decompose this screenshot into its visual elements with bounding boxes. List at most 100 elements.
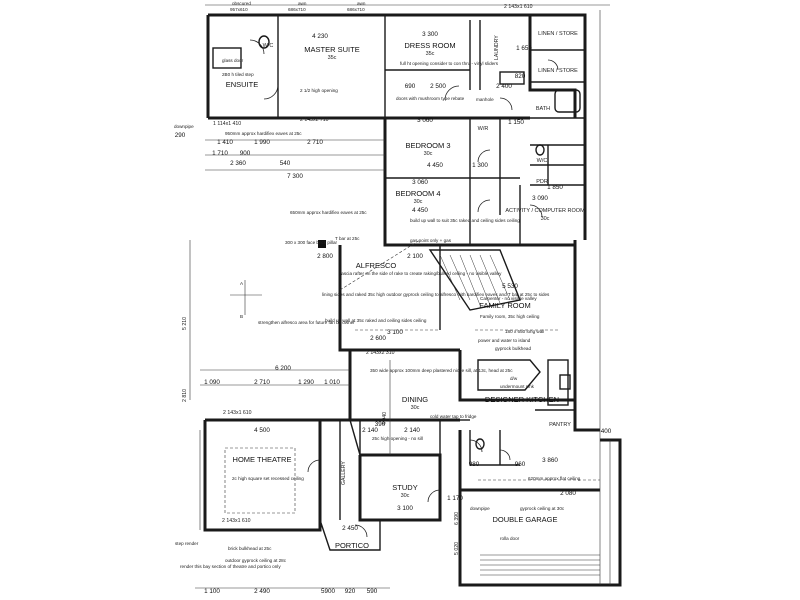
dim-5210: 5 210 [182, 317, 188, 330]
note-tbar: T bar at 25c [335, 236, 360, 241]
note-render: render this bay section of theatre and p… [180, 564, 281, 569]
dim-390: 390 [375, 421, 386, 428]
note-long-wall: 180 x 650 long wall [505, 329, 544, 334]
note-step-render: step render [175, 541, 199, 546]
dim-2143b: 2 143x2 710 [300, 117, 329, 123]
note-family-ceiling: Family room, 35c high ceiling [480, 314, 540, 319]
dim-3100: 3 100 [387, 329, 403, 336]
dim-3860: 3 860 [542, 457, 558, 464]
note-wardrobe: full ht opening consider to con thru - v… [400, 61, 499, 66]
dim-1290: 1 290 [298, 379, 314, 386]
note-face-brick: 300 x 300 face brick pillar [285, 240, 338, 245]
dim-590: 590 [367, 588, 378, 595]
dim-540: 540 [280, 160, 291, 167]
room-dining-area: 30c [411, 405, 420, 411]
dim-2140b: 2 140 [404, 427, 420, 434]
dim-4230: 4 230 [312, 33, 328, 40]
room-dress: DRESS ROOM [404, 41, 455, 50]
room-dining: DINING [402, 395, 428, 404]
dim-1650: 1 650 [516, 45, 532, 52]
note-carpenter: Carpenter - no visible valley [480, 296, 537, 301]
dim-400: 400 [601, 428, 612, 435]
dim-3300: 3 300 [422, 31, 438, 38]
room-pantry: PANTRY [549, 422, 571, 428]
room-activity-area: 30c [541, 216, 550, 222]
dim-920: 920 [345, 588, 356, 595]
dim-2080: 2 080 [560, 490, 576, 497]
room-wc: W C [263, 43, 274, 49]
dim-1850: 1 850 [547, 184, 563, 191]
dim-2810: 2 810 [182, 389, 188, 402]
dim-3090: 3 090 [532, 195, 548, 202]
dim-1300: 1 300 [472, 162, 488, 169]
note-downpipe: downpipe [174, 124, 194, 129]
room-pdr: PDR [536, 179, 548, 185]
room-wc2: W/C [537, 158, 548, 164]
room-bedroom4-area: 30c [414, 199, 423, 205]
note-dishwasher: d/w [510, 376, 518, 381]
dim-2710: 2 710 [307, 139, 323, 146]
dimension-lines [189, 4, 611, 589]
pillar-icon [318, 240, 326, 248]
note-rolla-door: rolla door [500, 536, 520, 541]
note-approx-hardie: 950mm approx hardifiex eaves at 25c [225, 131, 302, 136]
room-study: STUDY [392, 483, 417, 492]
dim-2143: 2 143x1 610 [504, 4, 533, 10]
note-cold-water: cold water tap to fridge [430, 414, 477, 419]
section-marker-b: B [240, 314, 243, 319]
dim-2600: 2 600 [370, 335, 386, 342]
room-family: FAMILY ROOM [479, 301, 530, 310]
note-fascia-rafter: fascia rafter on the side of rake to cre… [340, 271, 502, 276]
dim-5900: 5900 [321, 588, 336, 595]
note-obscured-dim: 957x610 [230, 7, 248, 12]
dim-2360: 2 360 [230, 160, 246, 167]
alfresco-roof-hatch [428, 249, 521, 311]
dim-1170: 1 170 [447, 495, 463, 502]
dim-2500: 2 500 [430, 83, 446, 90]
note-doors-mushroom: doors with mushroom type rebate [396, 96, 465, 101]
dim-1100: 1 100 [204, 588, 220, 595]
room-activity: ACTIVITY / COMPUTER ROOM [505, 208, 585, 214]
room-kitchen: DESIGNER KITCHEN [485, 395, 559, 404]
note-power-water: power and water to island [478, 338, 531, 343]
dim-4500: 4 500 [254, 427, 270, 434]
dim-1710: 1 710 [212, 150, 228, 157]
room-dress-area: 35c [426, 51, 435, 57]
dim-3060b: 3 060 [412, 179, 428, 186]
dim-980: 980 [469, 461, 480, 468]
note-manhole: manhole [476, 97, 494, 102]
room-bath: BATH [536, 106, 550, 112]
dim-2710b: 2 710 [254, 379, 270, 386]
room-laundry: LAUNDRY [494, 35, 500, 60]
dim-2100: 2 100 [407, 253, 423, 260]
kitchen-island [477, 359, 571, 406]
dim-900: 900 [240, 150, 251, 157]
note-obscured: obscured [232, 1, 251, 6]
fixtures [212, 35, 581, 450]
dim-2143d: 2 143x1 610 [223, 410, 252, 416]
note-outdoor-gyprock: outdoor gyprock ceiling at 28c [225, 558, 287, 563]
section-marker: A B [230, 280, 262, 319]
note-hardie2: 650mm approx hardifiex eaves at 25c [290, 210, 367, 215]
note-glass-door: glass door [222, 58, 244, 63]
note-awn1-dim: 686x710 [288, 7, 306, 12]
dim-2140: 2 140 [362, 427, 378, 434]
dim-3100b: 3 100 [397, 505, 413, 512]
room-ensuite: ENSUITE [226, 80, 259, 89]
note-gas-point: gas point only + gas [410, 238, 452, 243]
room-portico: PORTICO [335, 541, 369, 550]
dashed-ceiling-lines [339, 239, 600, 481]
note-awn2: awn [357, 1, 366, 6]
dim-960: 960 [515, 461, 526, 468]
dim-7300: 7 300 [287, 173, 303, 180]
dim-1150: 1 150 [508, 119, 524, 126]
note-opening-no-sill: 25c high opening - no sill [372, 436, 423, 441]
note-awn2-dim: 686x710 [347, 7, 365, 12]
room-bedroom3-area: 30c [424, 151, 433, 157]
dim-4450b: 4 450 [412, 207, 428, 214]
interior-walls [277, 15, 585, 520]
dim-1010: 1 010 [324, 379, 340, 386]
dim-2490: 2 490 [254, 588, 270, 595]
section-marker-a: A [240, 281, 244, 286]
